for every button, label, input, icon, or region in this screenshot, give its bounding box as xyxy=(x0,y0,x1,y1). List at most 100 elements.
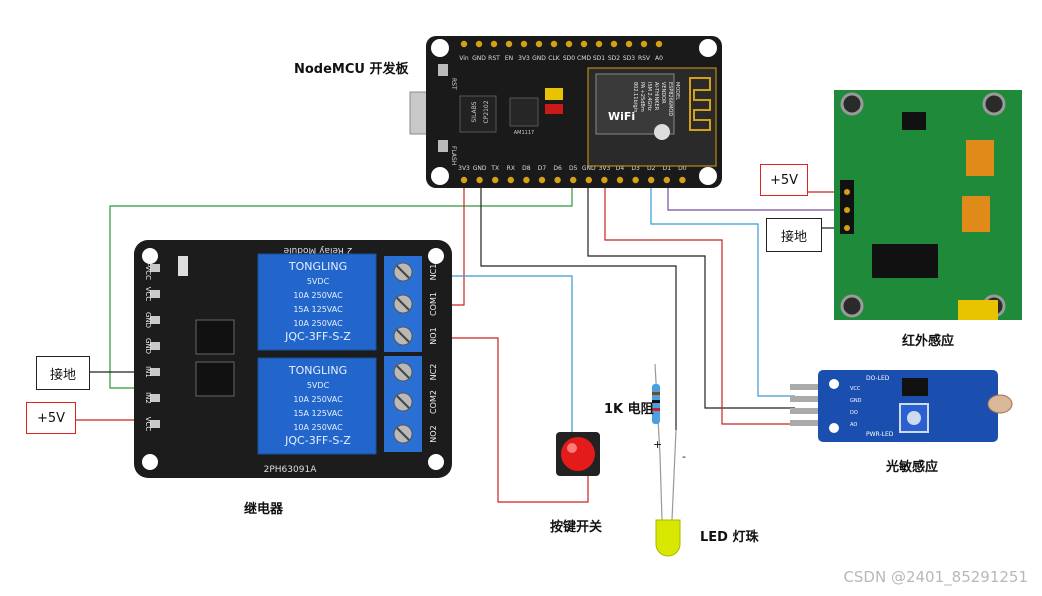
pir-capacitor xyxy=(840,92,864,116)
regulator-label: AM1117 xyxy=(514,130,534,136)
ldr-pin xyxy=(790,396,820,402)
module-text-line: ESP8266MOD xyxy=(667,82,673,116)
header-pin xyxy=(648,176,655,184)
terminal-label: NO2 xyxy=(429,425,438,442)
header-pin xyxy=(507,176,514,184)
top-pin-label: RSV xyxy=(638,55,651,62)
screw-slot xyxy=(396,297,410,311)
pir-gnd-callout: 接地 xyxy=(766,218,822,252)
module-text-line: VENDOR xyxy=(660,82,666,104)
relay-spec-text: TONGLING xyxy=(288,260,347,273)
bottom-pin-label: D5 xyxy=(569,165,578,172)
bottom-pin-label: D3 xyxy=(631,165,640,172)
pir-ic xyxy=(872,244,938,278)
usb-uart-chip xyxy=(459,95,497,133)
bottom-pin-label: D2 xyxy=(647,165,656,172)
relay-header-pin xyxy=(150,342,160,350)
mount-hole xyxy=(142,248,158,264)
flash-label: FLASH xyxy=(450,146,457,165)
header-pin xyxy=(610,40,618,48)
relay-spec-text: 5VDC xyxy=(307,277,330,286)
top-pin-label: Vin xyxy=(459,55,469,62)
header-pin xyxy=(655,40,663,48)
pir-regulator xyxy=(902,112,926,130)
wire-black-gnd-ldr xyxy=(587,186,795,409)
relay-spec-text: JQC-3FF-S-Z xyxy=(284,434,351,447)
header-pin xyxy=(535,40,543,48)
top-pin-label: CMD xyxy=(577,55,591,62)
pir-sensor xyxy=(834,90,1022,320)
relay-spec-text: JQC-3FF-S-Z xyxy=(284,330,351,343)
bottom-pin-label: D6 xyxy=(553,165,562,172)
photoresistor xyxy=(987,394,1013,414)
wire-green-d5-relay xyxy=(109,186,573,389)
pir-vcc-callout: +5V xyxy=(760,164,808,196)
header-pin xyxy=(460,40,468,48)
relay-vcc-callout: +5V xyxy=(26,402,76,434)
ldr-comparator-ic xyxy=(902,378,928,396)
bottom-pin-label: 3V3 xyxy=(458,165,470,172)
pir-jumper xyxy=(958,300,998,320)
wire-blue-nc1-button xyxy=(410,275,573,438)
chip-label-1: SILABS xyxy=(471,101,478,122)
screw-slot xyxy=(396,329,410,343)
pir-pin xyxy=(844,207,850,213)
header-pin xyxy=(505,40,513,48)
rst-button xyxy=(438,64,448,76)
terminal-label: NC2 xyxy=(429,364,438,381)
ce-mark xyxy=(654,124,670,140)
wifi-logo-text: WiFi xyxy=(608,110,635,123)
bottom-pin-label: D1 xyxy=(663,165,672,172)
relay-title: 2 Relay Module xyxy=(283,245,352,255)
pir-pcb xyxy=(834,90,1022,320)
module-text-line: AI-THINKER xyxy=(653,82,659,111)
led-red xyxy=(545,104,563,114)
jumper xyxy=(178,256,188,276)
ldr-pin xyxy=(790,408,820,414)
module-text-line: PA +25dBm xyxy=(639,82,645,112)
mount-hole xyxy=(428,454,444,470)
relay-spec-text: 15A 125VAC xyxy=(293,305,343,314)
top-pin-label: 3V3 xyxy=(518,55,530,62)
pir-pin xyxy=(844,225,850,231)
relay-pin-label: VCC xyxy=(144,417,152,432)
top-pin-label: SD2 xyxy=(608,55,620,62)
header-pin xyxy=(595,40,603,48)
relay-pin-label: GND xyxy=(144,312,152,328)
module-text-line: 802.11b/g/n xyxy=(632,82,638,112)
header-pin xyxy=(554,176,561,184)
header-pin xyxy=(565,40,573,48)
wire-purple-d1-pir xyxy=(667,186,848,211)
top-pin-label: SD1 xyxy=(593,55,605,62)
led-minus: - xyxy=(682,450,686,463)
relay-pin-label: IN1 xyxy=(144,366,152,378)
ldr-pin-label: GND xyxy=(850,398,862,404)
resistor-label: 1K 电阻 xyxy=(604,402,654,417)
top-pin-label: A0 xyxy=(655,55,663,62)
header-pin xyxy=(632,176,639,184)
pir-capacitor xyxy=(982,92,1006,116)
relay-header-pin xyxy=(150,290,160,298)
wire-red-no1-button xyxy=(410,337,589,503)
relay-pin-label: GND xyxy=(144,338,152,354)
pir-potentiometer xyxy=(962,196,990,232)
relay-board: 2 Relay Module JD-VCCVCCGNDGNDIN1IN2VCC … xyxy=(134,240,452,478)
header-pin xyxy=(520,40,528,48)
bottom-pin-label: RX xyxy=(507,165,515,172)
antenna-trace xyxy=(689,77,711,131)
top-pin-label: GND xyxy=(472,55,486,62)
led: + - xyxy=(653,429,686,557)
header-pin xyxy=(492,176,499,184)
wire-black-gnd xyxy=(480,186,677,430)
top-pin-label: EN xyxy=(505,55,513,62)
mount-hole xyxy=(829,423,839,433)
relay-header-pin xyxy=(150,368,160,376)
push-button xyxy=(556,432,600,476)
terminal-label: COM2 xyxy=(429,390,438,414)
pir-pin xyxy=(844,189,850,195)
